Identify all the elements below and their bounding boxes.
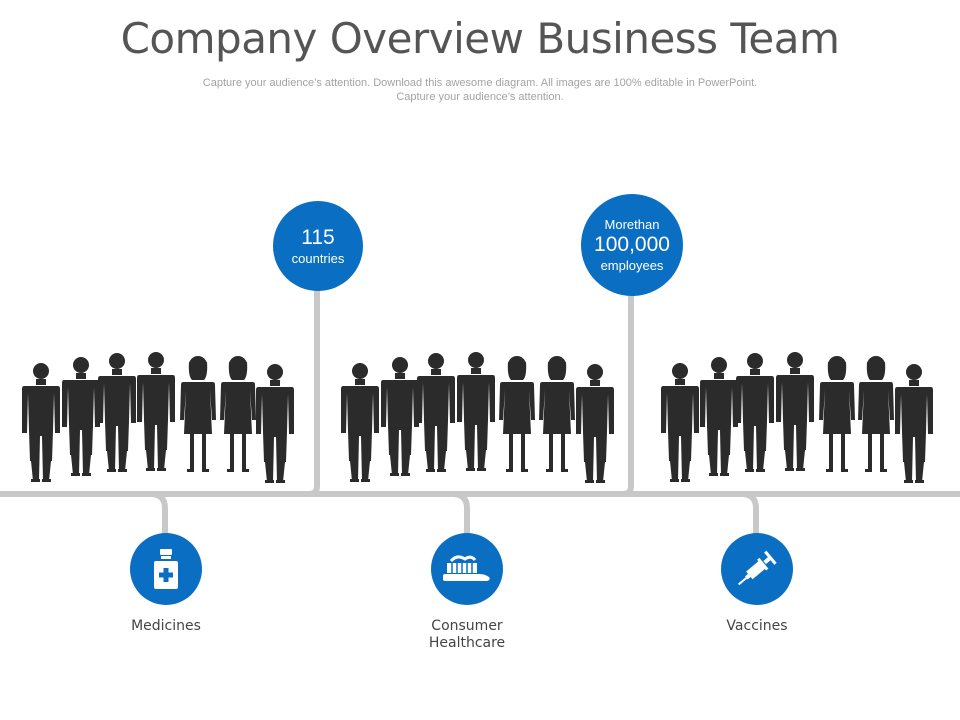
category-label-line: Vaccines xyxy=(726,618,788,634)
slide-title: Company Overview Business Team xyxy=(120,14,840,63)
syringe-icon xyxy=(721,533,793,605)
toothbrush-icon xyxy=(431,533,503,605)
slide-subtitle: Capture your audience’s attention. Downl… xyxy=(160,76,800,104)
badge-employees-caption: employees xyxy=(600,258,664,273)
connector-to-100000-employees xyxy=(620,292,634,497)
badge-employees-value: 100,000 xyxy=(594,233,670,256)
badge-countries-value: 115 xyxy=(301,225,335,249)
connector-to-vaccines xyxy=(738,491,759,537)
businesspeople-silhouette-group xyxy=(22,352,294,483)
badge-employees: Morethan 100,000 employees xyxy=(581,194,683,296)
badge-employees-prefix: Morethan xyxy=(604,217,660,232)
subtitle-line-1: Capture your audience’s attention. Downl… xyxy=(202,77,758,89)
connector-to-115-countries xyxy=(306,287,320,497)
connector-to-medicines xyxy=(147,491,168,537)
subtitle-line-2: Capture your audience’s attention. xyxy=(396,91,564,103)
badge-countries: 115 countries xyxy=(273,201,363,291)
businesspeople-silhouette-group xyxy=(341,352,614,483)
category-label-line: Healthcare xyxy=(428,635,506,651)
badge-countries-caption: countries xyxy=(291,250,345,266)
connector-to-consumer-healthcare xyxy=(449,491,470,537)
medicine-bottle-icon xyxy=(130,533,202,605)
category-label-line: Consumer xyxy=(431,618,503,634)
connector-lines xyxy=(0,287,960,537)
category-label-line: Medicines xyxy=(131,618,201,634)
businesspeople-silhouette-group xyxy=(661,352,933,483)
category-label-consumer-healthcare: Consumer Healthcare xyxy=(387,618,547,652)
category-label-medicines: Medicines xyxy=(86,618,246,635)
category-label-vaccines: Vaccines xyxy=(677,618,837,635)
